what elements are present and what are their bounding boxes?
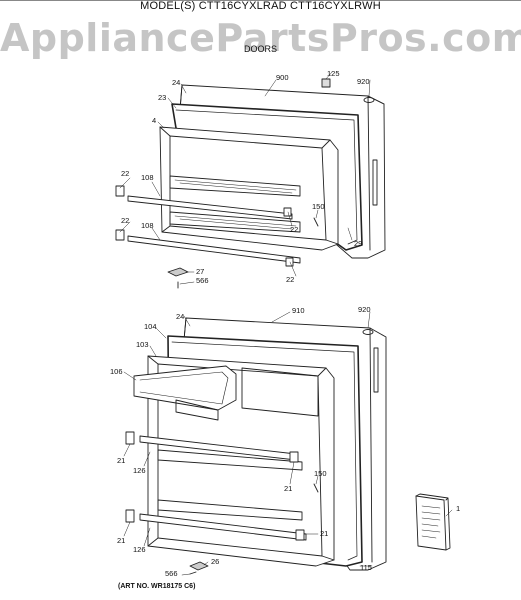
upper-clip-3 [283, 207, 292, 217]
label-900: 900 [276, 73, 289, 82]
label-22-d: 22 [286, 275, 295, 284]
upper-leader-lines [119, 71, 371, 285]
lower-hinge-hole [362, 329, 374, 335]
upper-door-shelf-2 [169, 211, 301, 233]
lower-door-shelf-1 [157, 449, 303, 471]
upper-door-group [115, 71, 386, 289]
label-566-upper: 566 [196, 276, 209, 285]
lower-door-shelf-2 [157, 499, 303, 521]
literature-booklet [415, 495, 447, 551]
label-106: 106 [110, 367, 123, 376]
lower-door-group [123, 311, 453, 576]
label-125: 125 [327, 69, 340, 78]
label-108-a: 108 [141, 173, 154, 182]
upper-clip-2 [115, 229, 125, 241]
upper-clip-1 [115, 185, 125, 197]
label-126-b: 126 [133, 545, 146, 554]
label-21-a: 21 [117, 456, 126, 465]
label-21-d: 21 [320, 529, 329, 538]
top-rule [0, 0, 521, 1]
upper-cap [321, 78, 331, 88]
label-22-b: 22 [121, 216, 130, 225]
lower-leader-lines [123, 311, 453, 576]
label-24-lower: 24 [176, 312, 185, 321]
label-108-b: 108 [141, 221, 154, 230]
lower-shelf-bar-2 [139, 513, 307, 541]
label-24-upper: 24 [172, 78, 181, 87]
label-22-c: 22 [290, 225, 299, 234]
lower-clip-4 [295, 529, 305, 541]
label-566-lower: 566 [165, 569, 178, 578]
lower-handle-slot [373, 347, 379, 393]
label-920-lower: 920 [358, 305, 371, 314]
lower-part-566 [189, 571, 197, 575]
upper-hinge-hole [363, 97, 375, 103]
upper-screw [313, 217, 319, 227]
lower-clip-2 [125, 509, 135, 523]
label-23: 23 [158, 93, 167, 102]
lower-dairy-compartment [133, 365, 237, 411]
label-26: 26 [211, 557, 220, 566]
label-150-upper: 150 [312, 202, 325, 211]
label-126-a: 126 [133, 466, 146, 475]
upper-door-liner [159, 126, 339, 251]
lower-clip-1 [125, 431, 135, 445]
label-150-lower: 150 [314, 469, 327, 478]
watermark: AppliancePartsPros.com [0, 16, 521, 60]
upper-handle-slot [372, 159, 378, 206]
upper-shelf-bar-1 [127, 195, 293, 220]
upper-door-shelf-1 [169, 175, 301, 197]
label-21-b: 21 [284, 484, 293, 493]
label-104: 104 [144, 322, 157, 331]
label-4: 4 [152, 116, 157, 125]
lower-part-26 [189, 561, 209, 571]
label-910: 910 [292, 306, 305, 315]
upper-part-27 [167, 267, 189, 277]
label-1: 1 [456, 504, 461, 513]
label-920-upper: 920 [357, 77, 370, 86]
label-21-c: 21 [117, 536, 126, 545]
art-number: (ART NO. WR18175 C6) [118, 583, 196, 590]
upper-shelf-bar-2 [127, 235, 301, 264]
section-title: DOORS [243, 44, 277, 54]
upper-clip-4 [285, 257, 294, 267]
lower-clip-3 [289, 451, 299, 463]
label-22-a: 22 [121, 169, 130, 178]
label-115: 115 [360, 563, 372, 572]
model-header: MODEL(S) CTT16CYXLRAD CTT16CYXLRWH [140, 0, 381, 12]
label-27: 27 [196, 267, 205, 276]
label-29: 29 [354, 239, 363, 248]
lower-screw [313, 483, 319, 493]
label-103: 103 [136, 340, 149, 349]
